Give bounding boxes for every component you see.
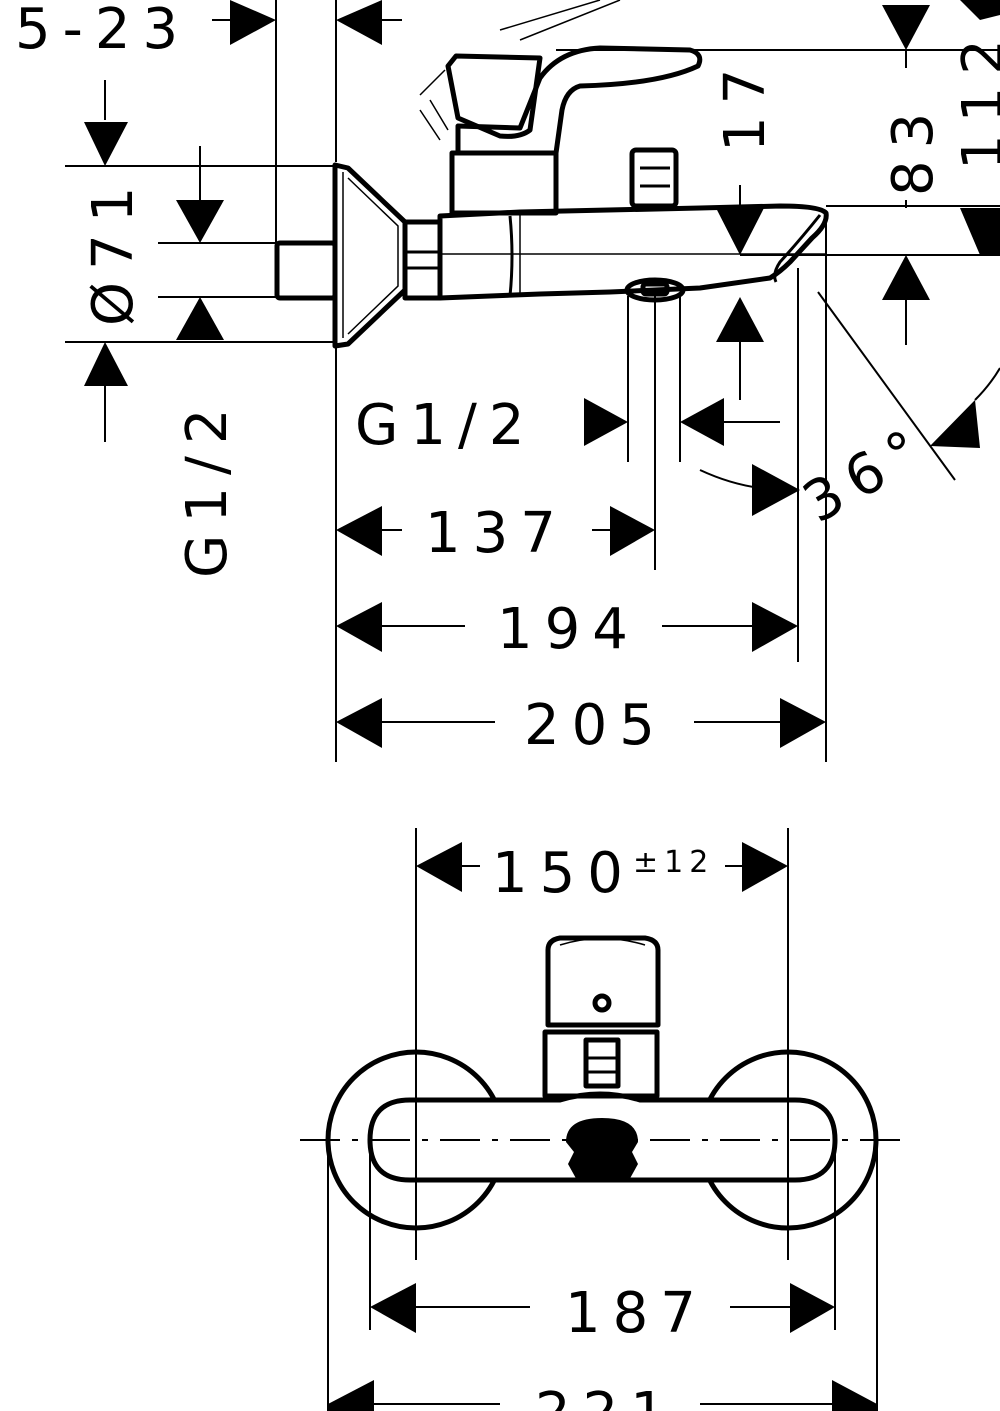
label-194: 194: [497, 597, 640, 662]
diverter-knob: [566, 1118, 638, 1182]
label-221: 221: [535, 1381, 678, 1411]
front-view: 150 ±12 187 221: [300, 828, 905, 1411]
label-diameter-71: Ø71: [81, 175, 146, 326]
label-g12-horizontal: G1/2: [355, 393, 537, 458]
label-137: 137: [425, 501, 568, 566]
label-187: 187: [565, 1281, 708, 1346]
label-83: 83: [881, 101, 946, 196]
mixer-body: [437, 203, 829, 303]
label-112: 112: [951, 27, 1000, 170]
side-dimension-lines: [65, 0, 1000, 762]
label-150: 150: [492, 841, 635, 906]
cartridge-and-lever: [419, 0, 703, 216]
wall-connector: [274, 162, 443, 349]
label-17: 17: [713, 57, 778, 152]
label-g12-vertical: G1/2: [175, 396, 240, 578]
side-view: 5-23 Ø71 G1/2 G1/2 137 194 205 17 83 112…: [15, 0, 1000, 762]
label-205: 205: [524, 693, 667, 758]
front-dimension-lines: [327, 828, 878, 1411]
label-5-23: 5-23: [15, 0, 190, 62]
label-150-tolerance: ±12: [633, 845, 714, 880]
label-36-degrees: 36°: [793, 412, 943, 536]
